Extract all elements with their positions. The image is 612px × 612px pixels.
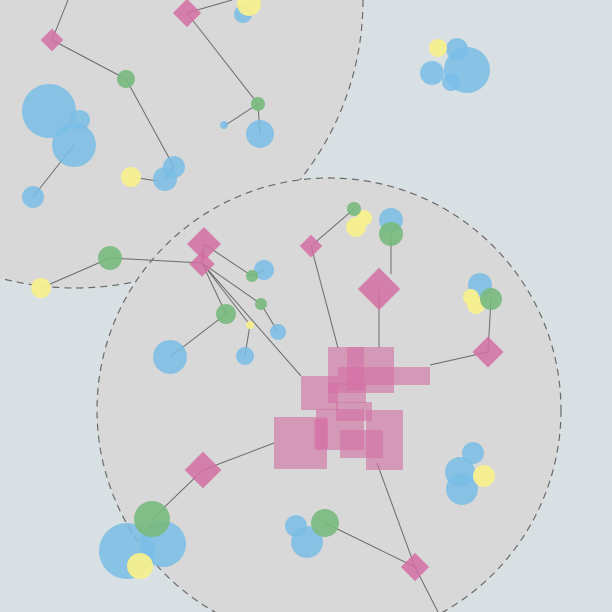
node-pink-diamond	[184, 451, 222, 489]
node-blue	[153, 340, 187, 374]
node-green	[480, 288, 502, 310]
node-green	[255, 298, 267, 310]
node-pink-square	[328, 383, 366, 403]
pink-nodes	[40, 0, 504, 582]
edge	[125, 78, 175, 168]
node-blue	[420, 61, 444, 85]
node-yellow	[121, 167, 141, 187]
node-pink-diamond	[40, 28, 64, 52]
node-green	[98, 246, 122, 270]
node-blue	[52, 123, 96, 167]
green-nodes	[98, 70, 502, 537]
node-blue	[153, 167, 177, 191]
node-pink-diamond	[400, 552, 430, 582]
node-pink-diamond	[187, 227, 221, 261]
node-blue	[246, 120, 274, 148]
node-green	[311, 509, 339, 537]
node-blue	[291, 526, 323, 558]
node-yellow	[246, 321, 254, 329]
yellow-nodes	[31, 0, 495, 579]
node-yellow	[356, 210, 372, 226]
node-yellow	[473, 465, 495, 487]
node-yellow	[429, 39, 447, 57]
node-green	[246, 270, 258, 282]
node-blue	[220, 121, 228, 129]
node-green	[347, 202, 361, 216]
edge	[109, 257, 203, 264]
node-pink-square	[314, 419, 328, 449]
node-yellow	[237, 0, 261, 16]
node-green	[216, 304, 236, 324]
node-blue	[446, 38, 468, 60]
node-pink-diamond	[357, 267, 401, 311]
node-yellow	[127, 553, 153, 579]
node-blue	[254, 260, 274, 280]
blue-nodes	[22, 5, 492, 579]
edge	[201, 262, 262, 305]
node-green	[379, 222, 403, 246]
edge	[51, 39, 127, 80]
edge	[201, 262, 302, 377]
edge	[40, 257, 111, 289]
node-blue	[442, 73, 460, 91]
edge	[324, 522, 416, 568]
node-blue	[462, 442, 484, 464]
node-blue	[236, 347, 254, 365]
edge	[310, 245, 339, 349]
edge	[186, 12, 259, 105]
edge	[376, 462, 416, 568]
node-green	[251, 97, 265, 111]
node-pink-diamond	[189, 251, 215, 277]
cluster-top-left-circle	[0, 0, 364, 289]
node-yellow	[31, 278, 51, 298]
node-pink-square	[338, 367, 430, 385]
node-blue	[446, 473, 478, 505]
node-pink-diamond	[472, 336, 504, 368]
node-blue	[22, 84, 76, 138]
edge	[310, 208, 355, 247]
node-blue	[270, 324, 286, 340]
node-green	[134, 501, 170, 537]
node-pink-square	[340, 430, 383, 458]
node-blue	[22, 186, 44, 208]
node-green	[117, 70, 135, 88]
edge	[201, 262, 251, 326]
